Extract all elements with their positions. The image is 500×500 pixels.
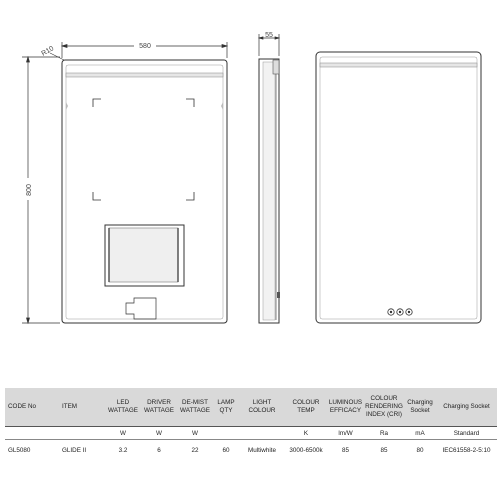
mirror-outline	[61, 59, 228, 324]
unit-cell: K	[285, 426, 327, 440]
cell-lamp-qty: 60	[222, 446, 230, 454]
cell-luminous-efficacy: 85	[341, 446, 349, 454]
header-luminous-efficacy: LUMINOUS EFFICACY	[327, 388, 364, 427]
unit-cell: W	[141, 426, 177, 440]
driver-box	[104, 224, 185, 287]
cell-charging-socket-standard: IEC61558-2-5:10	[442, 446, 491, 454]
touch-control-buttons	[387, 308, 413, 316]
cell-demist-wattage: 22	[191, 446, 199, 454]
cell-driver-wattage: 6	[157, 446, 161, 454]
corner-radius-label: R10	[41, 45, 56, 58]
demist-pad-outline	[92, 98, 195, 201]
header-demist-wattage: DE-MIST WATTAGE	[177, 388, 213, 427]
spec-data-row: GL5080 GLIDE II 3.2 6 22 60 Multiwhite 3…	[5, 440, 497, 461]
header-light-colour: LIGHT COLOUR	[239, 388, 285, 427]
cell-cri: 85	[380, 446, 388, 454]
header-charging-socket-ma: Charging Socket	[404, 388, 436, 427]
unit-cell: Standard	[436, 426, 497, 440]
unit-cell: W	[177, 426, 213, 440]
rear-outline	[315, 51, 482, 324]
front-view: 580 R10 800	[22, 40, 229, 325]
spec-header-row: CODE No ITEM LED WATTAGE DRIVER WATTAGE …	[5, 388, 497, 427]
unit-cell	[59, 426, 105, 440]
cell-charging-socket-ma: 80	[416, 446, 424, 454]
header-driver-wattage: DRIVER WATTAGE	[141, 388, 177, 427]
unit-cell: lm/W	[327, 426, 364, 440]
header-colour-temp: COLOUR TEMP	[285, 388, 327, 427]
width-dimension-label: 580	[139, 43, 151, 50]
cell-item: GLIDE II	[62, 446, 87, 454]
header-cri: COLOUR RENDERING INDEX (CRI)	[364, 388, 404, 427]
depth-dimension-label: 55	[265, 32, 273, 39]
height-dimension-label: 800	[26, 184, 33, 196]
unit-cell: Ra	[364, 426, 404, 440]
unit-cell	[5, 426, 59, 440]
cell-code-no: GL5080	[8, 446, 31, 454]
charging-socket-outline	[125, 297, 157, 320]
spec-units-row: W W W K lm/W Ra mA Standard	[5, 426, 497, 440]
specification-table: CODE No ITEM LED WATTAGE DRIVER WATTAGE …	[5, 388, 497, 460]
unit-cell	[239, 426, 285, 440]
header-led-wattage: LED WATTAGE	[105, 388, 141, 427]
side-profile	[258, 58, 280, 324]
header-item: ITEM	[59, 388, 105, 427]
header-code-no: CODE No	[5, 388, 59, 427]
unit-cell: mA	[404, 426, 436, 440]
technical-drawing: 580 R10 800	[22, 32, 482, 325]
header-charging-socket-standard: Charging Socket	[436, 388, 497, 427]
cell-led-wattage: 3.2	[118, 446, 128, 454]
depth-dimension	[257, 34, 281, 56]
unit-cell	[213, 426, 239, 440]
cell-colour-temp: 3000-6500k	[289, 446, 323, 454]
rear-view	[315, 51, 482, 324]
side-view: 55	[257, 32, 281, 324]
header-lamp-qty: LAMP QTY	[213, 388, 239, 427]
top-light-bar	[65, 72, 224, 78]
cell-light-colour: Multiwhite	[248, 446, 276, 454]
unit-cell: W	[105, 426, 141, 440]
